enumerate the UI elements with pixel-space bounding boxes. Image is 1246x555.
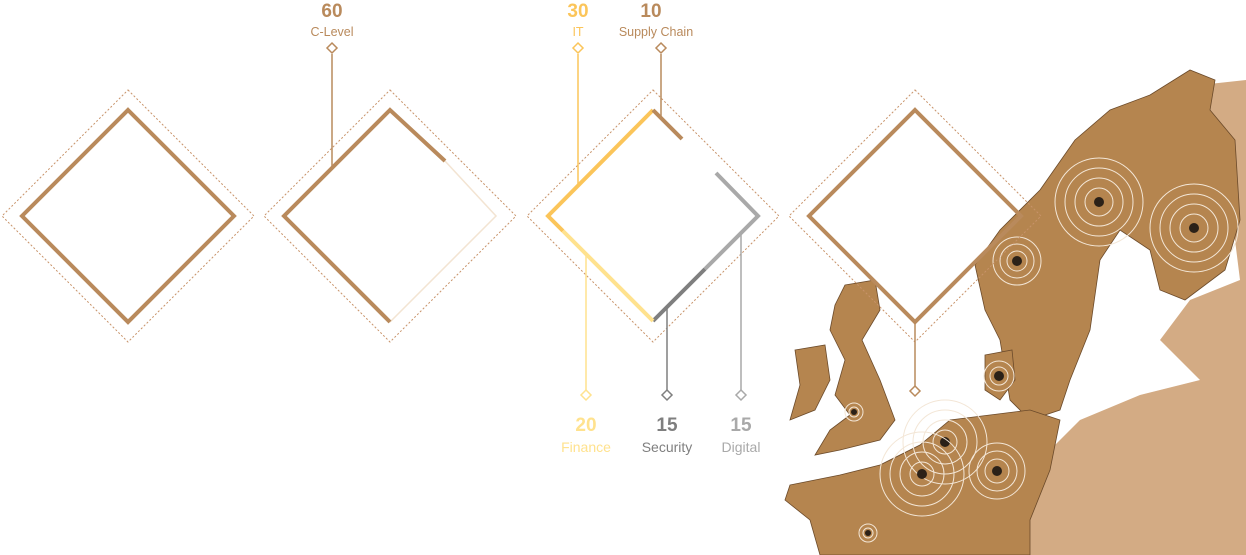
it-label: IT [572, 25, 584, 39]
digital-segment [703, 171, 761, 271]
outer-diamond-2 [263, 89, 517, 343]
map-east-region [1020, 80, 1246, 555]
marker-diamond-icon [325, 41, 339, 55]
marker-diamond-icon [571, 41, 585, 55]
finance-label: Finance [561, 439, 611, 455]
location-marker [1054, 157, 1144, 247]
finance-segment [561, 229, 655, 323]
supply-chain-value: 10 [640, 1, 662, 22]
supply-chain-label: Supply Chain [618, 25, 694, 39]
location-markers [844, 157, 1239, 543]
digital-value: 15 [730, 415, 752, 436]
location-marker [992, 236, 1042, 286]
location-marker [1149, 183, 1239, 273]
marker-diamond-icon [660, 388, 674, 402]
map-uk [814, 279, 896, 456]
marker-diamond-icon [908, 384, 922, 398]
marker-diamond-icon [734, 388, 748, 402]
digital-label: Digital [721, 439, 761, 455]
location-marker [879, 431, 965, 517]
diamond-1 [19, 107, 237, 325]
diamond-4-leader [908, 322, 922, 398]
finance-value: 20 [575, 415, 597, 436]
c-level-value: 60 [321, 1, 343, 22]
digital-leader [734, 232, 748, 402]
location-marker [968, 442, 1026, 500]
outer-diamond-1 [1, 89, 255, 343]
map-continent [784, 409, 1061, 555]
security-leader [660, 307, 674, 402]
diamond-2-c-level-arc [281, 107, 447, 324]
c-level-leader [325, 41, 339, 170]
marker-diamond-icon [579, 388, 593, 402]
location-marker [858, 523, 878, 543]
location-marker [983, 360, 1015, 392]
it-segment [545, 108, 655, 233]
outer-diamond-3 [526, 89, 780, 343]
c-level-label: C-Level [310, 25, 354, 39]
it-leader [571, 41, 585, 185]
supply-chain-segment [651, 108, 684, 141]
marker-diamond-icon [654, 41, 668, 55]
diamond-2-track [389, 160, 498, 323]
location-marker [844, 402, 864, 422]
security-segment [651, 267, 707, 323]
supply-chain-leader [654, 41, 668, 118]
finance-leader [579, 252, 593, 402]
security-label: Security [641, 439, 693, 455]
security-value: 15 [656, 415, 678, 436]
map-ireland [789, 344, 831, 421]
europe-map [784, 69, 1246, 555]
it-value: 30 [567, 1, 589, 22]
